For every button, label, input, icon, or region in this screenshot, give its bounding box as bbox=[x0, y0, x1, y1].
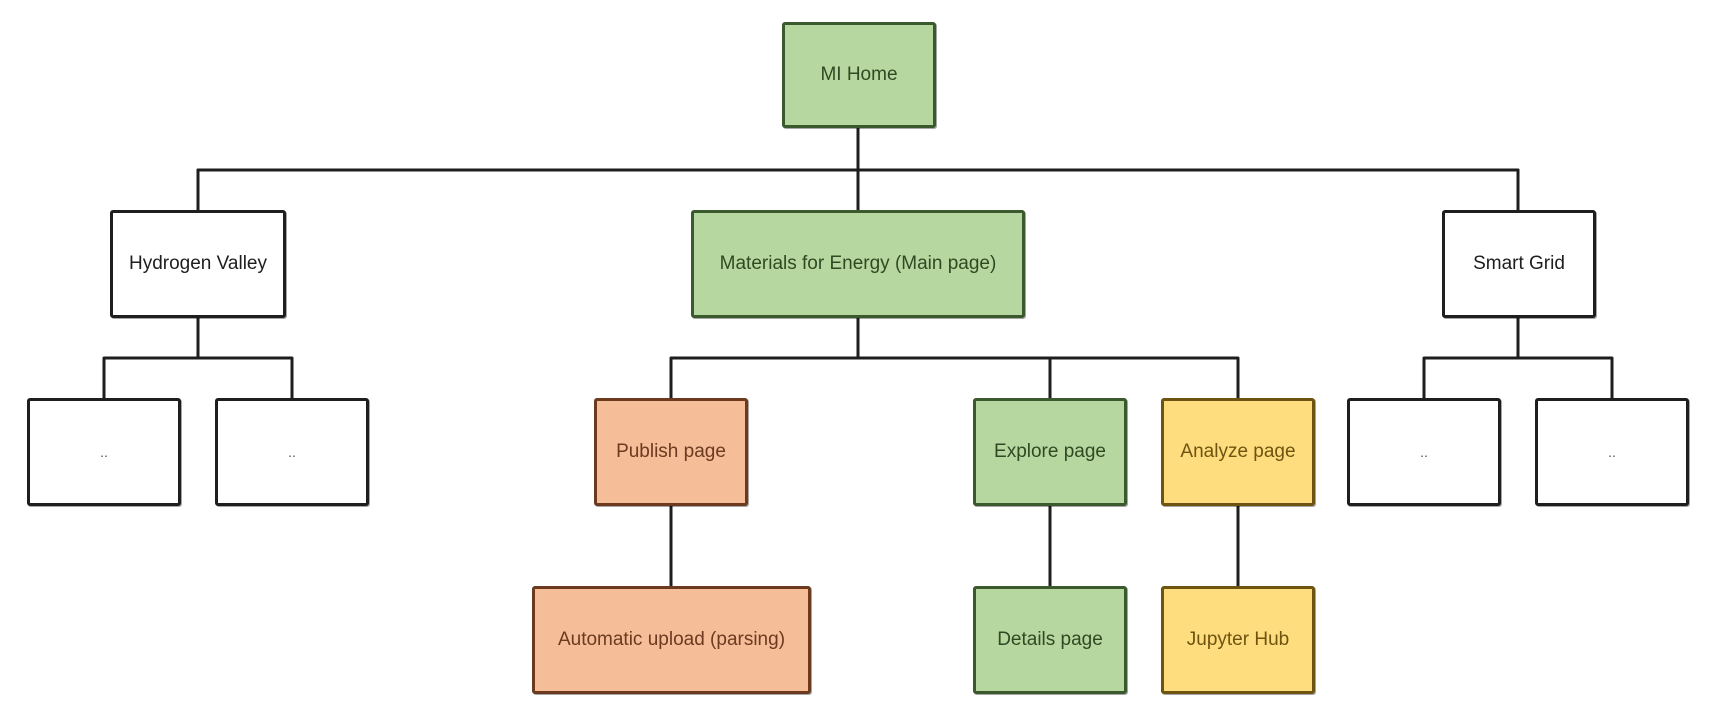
node-automatic-upload[interactable]: Automatic upload (parsing) bbox=[532, 586, 811, 694]
node-analyze-page[interactable]: Analyze page bbox=[1161, 398, 1315, 506]
node-smart-grid-child-2[interactable]: .. bbox=[1535, 398, 1689, 506]
node-explore-page-label: Explore page bbox=[994, 441, 1106, 462]
node-mi-home-label: MI Home bbox=[820, 64, 898, 85]
node-jupyter-hub-label: Jupyter Hub bbox=[1186, 629, 1290, 650]
node-materials-for-energy-label: Materials for Energy (Main page) bbox=[719, 253, 997, 274]
node-details-page[interactable]: Details page bbox=[973, 586, 1127, 694]
node-smart-grid-child-2-label: .. bbox=[1608, 444, 1616, 460]
node-hydrogen-child-2[interactable]: .. bbox=[215, 398, 369, 506]
node-hydrogen-valley-label: Hydrogen Valley bbox=[128, 253, 267, 274]
node-hydrogen-child-1[interactable]: .. bbox=[27, 398, 181, 506]
node-publish-page[interactable]: Publish page bbox=[594, 398, 748, 506]
node-hydrogen-child-1-label: .. bbox=[100, 444, 108, 460]
node-hydrogen-valley[interactable]: Hydrogen Valley bbox=[110, 210, 286, 318]
node-jupyter-hub[interactable]: Jupyter Hub bbox=[1161, 586, 1315, 694]
node-smart-grid-label: Smart Grid bbox=[1473, 253, 1565, 274]
node-explore-page[interactable]: Explore page bbox=[973, 398, 1127, 506]
node-automatic-upload-label: Automatic upload (parsing) bbox=[557, 629, 786, 650]
connector-hydrogen-children bbox=[102, 316, 294, 400]
node-smart-grid-child-1-label: .. bbox=[1420, 444, 1428, 460]
node-smart-grid-child-1[interactable]: .. bbox=[1347, 398, 1501, 506]
node-details-page-label: Details page bbox=[997, 629, 1103, 650]
node-mi-home[interactable]: MI Home bbox=[782, 22, 936, 128]
node-publish-page-label: Publish page bbox=[616, 441, 726, 462]
node-hydrogen-child-2-label: .. bbox=[288, 444, 296, 460]
connector-materials-children bbox=[669, 316, 1240, 400]
node-analyze-page-label: Analyze page bbox=[1180, 441, 1296, 462]
connector-smart-grid-children bbox=[1422, 316, 1614, 400]
node-smart-grid[interactable]: Smart Grid bbox=[1442, 210, 1596, 318]
node-materials-for-energy[interactable]: Materials for Energy (Main page) bbox=[691, 210, 1025, 318]
